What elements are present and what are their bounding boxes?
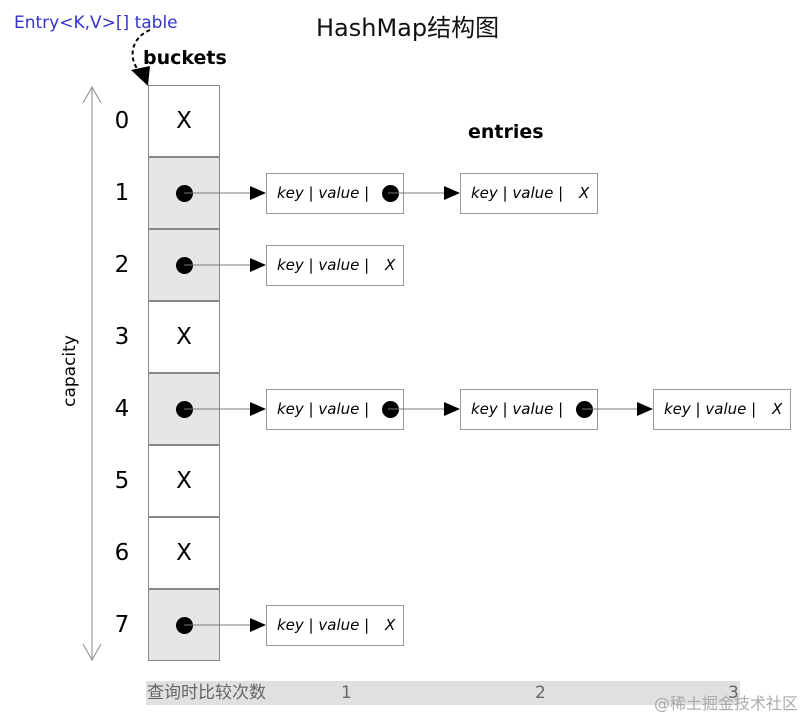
null-marker: X <box>385 256 396 274</box>
entry-text: key | value | <box>277 400 370 418</box>
null-marker: X <box>579 184 590 202</box>
entries-label: entries <box>468 121 544 143</box>
empty-marker: X <box>176 468 192 494</box>
bucket-6: X <box>148 517 220 589</box>
entry-text: key | value | <box>471 400 564 418</box>
bucket-index-0: 0 <box>114 108 130 134</box>
entry-text: key | value | <box>277 184 370 202</box>
capacity-axis <box>82 85 102 662</box>
comparison-count-2: 2 <box>535 683 546 703</box>
entry-node: key | value | <box>266 389 404 430</box>
entry-text: key | value | <box>471 184 564 202</box>
bucket-index-5: 5 <box>114 468 130 494</box>
empty-marker: X <box>176 324 192 350</box>
empty-marker: X <box>176 108 192 134</box>
bucket-index-7: 7 <box>114 612 130 638</box>
bucket-index-2: 2 <box>114 252 130 278</box>
arrowhead <box>250 186 266 200</box>
table-pointer-arrow <box>131 29 151 73</box>
entry-node: key | value | X <box>460 173 598 214</box>
watermark: @稀土掘金技术社区 <box>654 694 799 713</box>
null-marker: X <box>385 616 396 634</box>
entry-node: key | value | X <box>266 245 404 286</box>
entry-text: key | value | <box>277 616 370 634</box>
comparison-bar <box>146 681 740 705</box>
entry-text: key | value | <box>277 256 370 274</box>
buckets-label: buckets <box>143 47 227 69</box>
empty-marker: X <box>176 540 192 566</box>
entry-node: key | value | X <box>266 605 404 646</box>
bucket-index-4: 4 <box>114 396 130 422</box>
table-pointer-arrowhead <box>131 66 150 86</box>
arrowhead <box>637 402 653 416</box>
arrowhead <box>444 186 460 200</box>
bucket-index-3: 3 <box>114 324 130 350</box>
comparison-count-1: 1 <box>341 683 352 703</box>
null-marker: X <box>772 400 783 418</box>
arrowhead <box>250 258 266 272</box>
entry-node: key | value | <box>266 173 404 214</box>
arrowhead <box>250 618 266 632</box>
diagram-title: HashMap结构图 <box>316 14 500 42</box>
bucket-5: X <box>148 445 220 517</box>
arrowhead <box>250 402 266 416</box>
comparison-label: 查询时比较次数 <box>147 683 266 703</box>
entry-text: key | value | <box>664 400 757 418</box>
arrowhead <box>444 402 460 416</box>
bucket-index-1: 1 <box>114 180 130 206</box>
bucket-0: X <box>148 85 220 157</box>
entry-node: key | value | <box>460 389 598 430</box>
comparison-count-3: 3 <box>728 683 739 703</box>
bucket-index-6: 6 <box>114 540 130 566</box>
entry-node: key | value | X <box>653 389 791 430</box>
table-label: Entry<K,V>[] table <box>14 13 178 33</box>
bucket-3: X <box>148 301 220 373</box>
